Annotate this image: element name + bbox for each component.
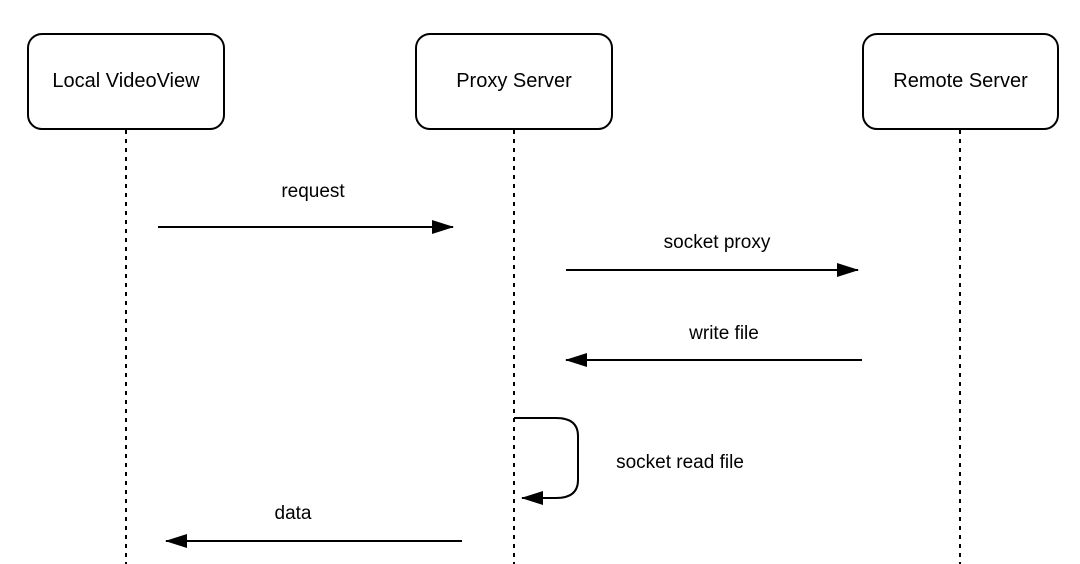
actor-label-local-videoview: Local VideoView: [52, 70, 200, 92]
actor-box-local-videoview: Local VideoView: [27, 33, 225, 130]
actor-box-proxy-server: Proxy Server: [415, 33, 613, 130]
actor-box-remote-server: Remote Server: [862, 33, 1059, 130]
message-arrow-socket-read-file: [514, 417, 579, 505]
actor-label-proxy-server: Proxy Server: [456, 70, 572, 92]
message-label-request: request: [279, 181, 347, 203]
actor-label-remote-server: Remote Server: [893, 70, 1028, 92]
message-label-socket-read-file: socket read file: [614, 452, 746, 474]
message-label-data: data: [272, 503, 314, 525]
message-label-socket-proxy: socket proxy: [661, 232, 773, 254]
message-label-write-file: write file: [687, 323, 761, 345]
